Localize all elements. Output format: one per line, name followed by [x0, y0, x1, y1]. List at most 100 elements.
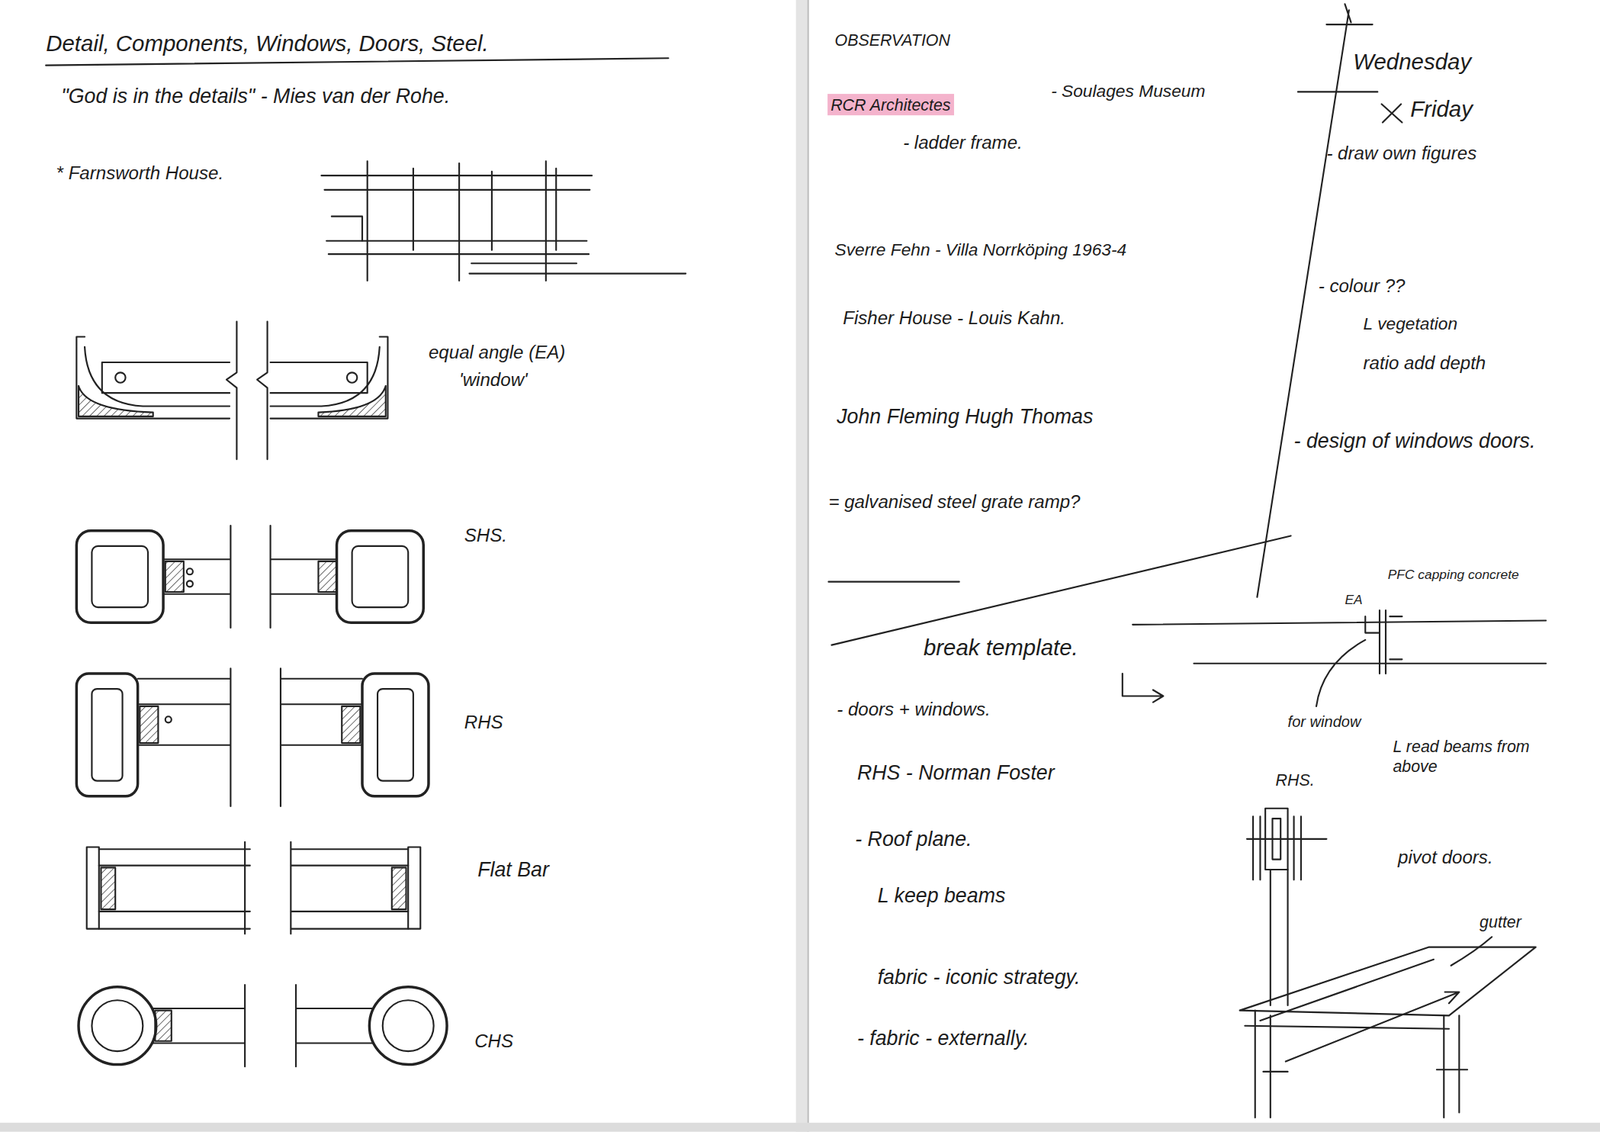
page-gutter: [0, 1122, 1600, 1132]
handwritten-note: OBSERVATION: [834, 30, 950, 51]
gutter-frame-sketch: [1285, 992, 1459, 1062]
divider-lines: [828, 581, 959, 583]
equal-angle-detail: [270, 337, 389, 419]
margin-line: [1297, 91, 1402, 123]
gutter-frame-sketch: [1451, 936, 1493, 965]
rhs-section-sketch: [1246, 808, 1327, 1006]
handwritten-note: equal angle (EA): [428, 341, 566, 364]
rhs-detail: [165, 716, 172, 723]
handwritten-note: break template.: [923, 634, 1079, 662]
chs-detail: [78, 986, 157, 1065]
gutter-frame-sketch: [1244, 959, 1449, 1029]
handwritten-note: CHS: [474, 1030, 514, 1053]
handwritten-note: Flat Bar: [477, 857, 550, 882]
page-gutter: [796, 0, 809, 1132]
handwritten-note: Wednesday: [1352, 48, 1472, 76]
rhs-detail: [280, 668, 363, 807]
shs-detail: [76, 530, 164, 623]
handwritten-note: gutter: [1479, 912, 1522, 932]
shs-detail: [91, 546, 148, 608]
farnsworth-sketch: [321, 160, 686, 281]
handwritten-note: - Roof plane.: [854, 826, 972, 852]
equal-angle-detail: [102, 362, 230, 393]
handwritten-note: pivot doors.: [1397, 847, 1531, 870]
flat-bar-detail: [290, 841, 409, 934]
handwritten-note: RHS - Norman Foster: [857, 760, 1055, 785]
divider-lines: [1122, 673, 1164, 702]
title-underline: [45, 57, 669, 65]
ea-pfc-detail: [1316, 639, 1366, 707]
handwritten-note: ratio add depth: [1363, 353, 1527, 376]
handwritten-note: Fisher House - Louis Kahn.: [842, 308, 1066, 331]
rhs-detail: [91, 688, 123, 781]
handwritten-note: "God is in the details" - Mies van der R…: [61, 83, 450, 109]
equal-angle-detail: [270, 362, 368, 393]
chs-detail: [369, 986, 447, 1065]
handwritten-note: - colour ??: [1318, 275, 1406, 298]
rhs-section-sketch: [1246, 816, 1327, 880]
flat-bar-detail: [408, 847, 421, 929]
shs-detail: [337, 530, 425, 623]
handwritten-note: - doors + windows.: [836, 699, 990, 722]
handwritten-note: for window: [1288, 712, 1362, 731]
gutter-frame-sketch: [1240, 936, 1536, 1118]
chs-detail: [91, 999, 143, 1051]
equal-angle-detail: [78, 385, 154, 417]
margin-line: [1256, 3, 1372, 597]
equal-angle-detail: [115, 372, 126, 383]
handwritten-note: PFC capping concrete: [1387, 566, 1552, 583]
divider-lines: [828, 535, 1546, 702]
flat-bar-detail: [100, 867, 116, 910]
handwritten-note: EA: [1344, 591, 1363, 608]
chs-detail: [382, 999, 434, 1051]
page-heading: Detail, Components, Windows, Doors, Stee…: [45, 30, 489, 58]
handwritten-note: - ladder frame.: [902, 132, 1023, 155]
handwritten-note: L vegetation: [1363, 314, 1459, 335]
shs-detail: [352, 546, 409, 608]
equal-angle-detail: [318, 385, 386, 417]
rhs-detail: [362, 673, 429, 797]
handwritten-note: - design of windows doors.: [1294, 428, 1570, 454]
handwritten-note: SHS.: [464, 525, 508, 548]
flat-bar-detail: [391, 867, 407, 910]
handwritten-note: Sverre Fehn - Villa Norrköping 1963-4: [834, 239, 1127, 261]
handwritten-note: fabric - iconic strategy.: [877, 963, 1081, 989]
shs-detail: [270, 525, 338, 628]
rhs-detail: [76, 668, 429, 807]
shs-detail: [163, 525, 231, 628]
handwritten-note: L read beams from above: [1392, 736, 1566, 776]
rhs-detail: [138, 668, 232, 807]
flat-bar-detail: [86, 841, 421, 934]
handwritten-note: - Soulages Museum: [1050, 81, 1205, 103]
handwritten-note: L keep beams: [877, 882, 1006, 907]
chs-detail: [154, 1010, 171, 1041]
equal-angle-detail: [346, 372, 357, 383]
shs-detail: [318, 561, 337, 592]
title-underline: [45, 57, 669, 65]
handwritten-note: RHS.: [1275, 770, 1315, 791]
chs-detail: [78, 984, 447, 1067]
shs-detail: [186, 580, 193, 587]
rhs-detail: [341, 706, 360, 743]
equal-angle-detail: [226, 321, 268, 460]
handwritten-note: - fabric - externally.: [857, 1025, 1030, 1051]
gutter-frame-sketch: [1255, 1010, 1460, 1118]
gutter-frame-sketch: [1262, 1069, 1468, 1072]
handwritten-note: - draw own figures: [1326, 142, 1505, 165]
handwritten-note: RCR Architectes: [830, 94, 951, 115]
farnsworth-sketch: [331, 216, 363, 241]
handwritten-note: * Farnsworth House.: [56, 163, 225, 186]
margin-line: [1256, 3, 1402, 597]
rhs-detail: [76, 673, 138, 797]
chs-detail: [153, 984, 245, 1067]
rhs-detail: [139, 706, 158, 743]
page-gutter: [807, 0, 810, 1132]
farnsworth-sketch: [367, 160, 557, 281]
flat-bar-detail: [86, 847, 100, 929]
shs-detail: [165, 561, 184, 592]
flat-bar-detail: [99, 841, 251, 934]
farnsworth-sketch: [321, 175, 686, 274]
equal-angle-detail: [76, 321, 388, 460]
